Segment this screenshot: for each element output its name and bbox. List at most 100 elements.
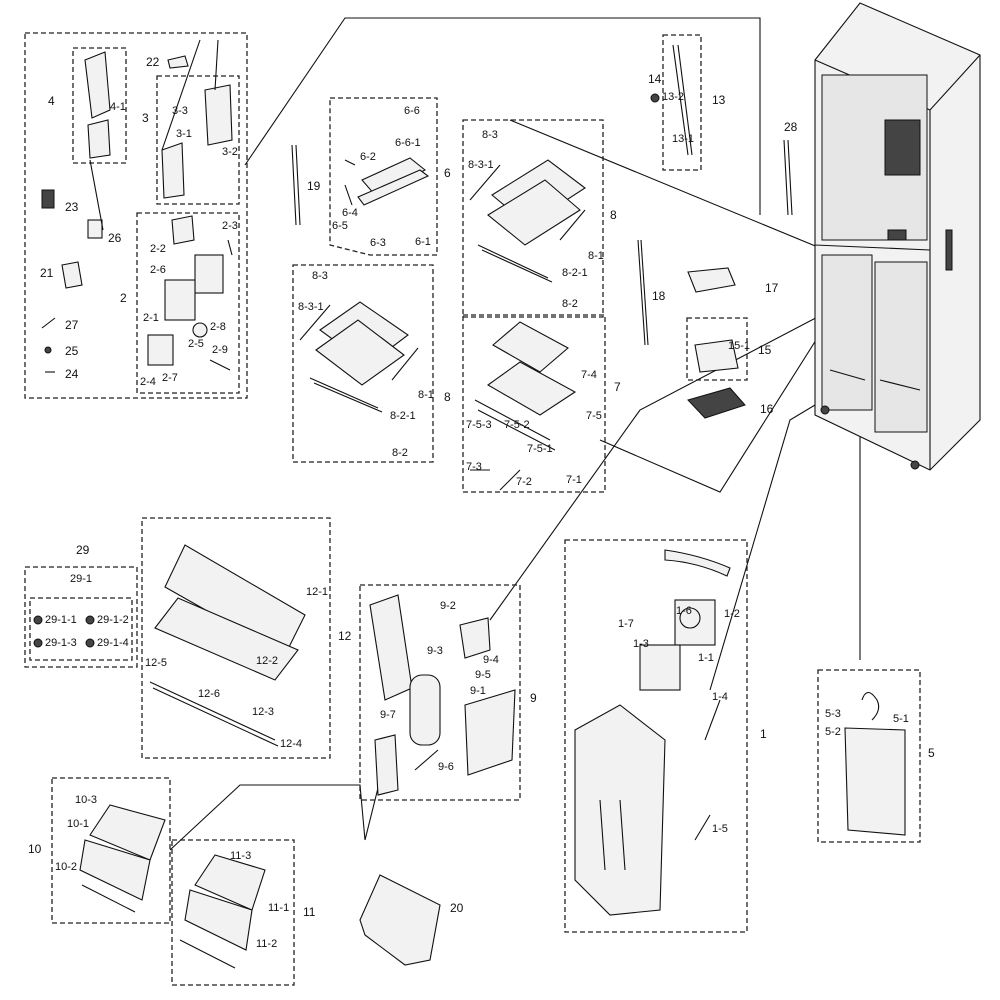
refrigerator-cabinet [814, 2, 981, 471]
callout-24: 24 [65, 367, 79, 381]
callout-20: 20 [450, 901, 464, 915]
group-ice-maker [24, 32, 248, 399]
callout-1-1: 1-1 [698, 652, 714, 664]
group-condenser-5 [817, 669, 921, 843]
callout-8a-2-1: 8-2-1 [562, 267, 588, 279]
callout-7-5-3: 7-5-3 [466, 419, 492, 431]
callout-29-1-1: 29-1-1 [45, 614, 77, 626]
callout-1-4: 1-4 [712, 691, 728, 703]
callout-8a-2: 8-2 [562, 298, 578, 310]
group-shelf-6 [329, 97, 438, 256]
callout-9: 9 [530, 691, 537, 705]
callout-1-7: 1-7 [618, 618, 634, 630]
callout-29-1-4: 29-1-4 [97, 637, 129, 649]
callout-11-1: 11-1 [268, 902, 289, 914]
callout-9-4: 9-4 [483, 654, 499, 666]
callout-27: 27 [65, 318, 79, 332]
callout-16: 16 [760, 402, 774, 416]
callout-1-5: 1-5 [712, 823, 728, 835]
group-29 [24, 566, 138, 668]
callout-5-1: 5-1 [893, 713, 909, 725]
callout-8b-2-1: 8-2-1 [390, 410, 416, 422]
callout-2-1: 2-1 [143, 312, 159, 324]
callout-2-8: 2-8 [210, 321, 226, 333]
callout-9-1: 9-1 [470, 685, 486, 697]
callout-8b-2: 8-2 [392, 447, 408, 459]
callout-29-1: 29-1 [70, 573, 92, 585]
callout-26: 26 [108, 231, 122, 245]
callout-13: 13 [712, 93, 726, 107]
callout-6-3: 6-3 [370, 237, 386, 249]
callout-11: 11 [303, 905, 316, 919]
group-shelf-7 [462, 314, 606, 493]
callout-1-3: 1-3 [633, 638, 649, 650]
callout-25: 25 [65, 344, 79, 358]
callout-8b-3-1: 8-3-1 [298, 301, 324, 313]
callout-2-9: 2-9 [212, 344, 228, 356]
callout-9-5: 9-5 [475, 669, 491, 681]
callout-12-6: 12-6 [198, 688, 220, 700]
misc-parts-top [291, 34, 793, 419]
callout-7-3: 7-3 [466, 461, 482, 473]
callout-22: 22 [146, 55, 160, 69]
callout-12-5: 12-5 [145, 657, 167, 669]
callout-1: 1 [760, 727, 767, 741]
callout-7-4: 7-4 [581, 369, 597, 381]
callout-10-3: 10-3 [75, 794, 97, 806]
callout-6-4: 6-4 [342, 207, 358, 219]
callout-1-6: 1-6 [676, 605, 692, 617]
group-water-filter-9 [359, 584, 521, 801]
callout-11-2: 11-2 [256, 938, 277, 950]
callout-6-2: 6-2 [360, 151, 376, 163]
callout-2-5: 2-5 [188, 338, 204, 350]
callout-10-1: 10-1 [67, 818, 89, 830]
callout-4-1: 4-1 [110, 101, 126, 113]
callout-29: 29 [76, 543, 90, 557]
callout-21: 21 [40, 266, 54, 280]
callout-2-2: 2-2 [150, 243, 166, 255]
callout-9-6: 9-6 [438, 761, 454, 773]
callout-23: 23 [65, 200, 79, 214]
callout-5: 5 [928, 746, 935, 760]
callout-2-4: 2-4 [140, 376, 156, 388]
callout-14: 14 [648, 72, 662, 86]
callout-5-2: 5-2 [825, 726, 841, 738]
callout-19: 19 [307, 179, 321, 193]
callout-10-2: 10-2 [55, 861, 77, 873]
leader-lines [169, 17, 861, 851]
callout-29-1-3: 29-1-3 [45, 637, 77, 649]
callout-13-1: 13-1 [672, 133, 694, 145]
callout-12-1: 12-1 [306, 586, 328, 598]
callout-10: 10 [28, 842, 42, 856]
callout-3-1: 3-1 [176, 128, 192, 140]
callout-8a-3-1: 8-3-1 [468, 159, 494, 171]
callout-29-1-2: 29-1-2 [97, 614, 129, 626]
callout-6-5: 6-5 [332, 220, 348, 232]
callout-3: 3 [142, 111, 149, 125]
group-shelf-8a [462, 119, 604, 318]
callout-6: 6 [444, 166, 451, 180]
callout-12-4: 12-4 [280, 738, 302, 750]
callout-7: 7 [614, 380, 621, 394]
callout-2-3: 2-3 [222, 220, 238, 232]
callout-2-7: 2-7 [162, 372, 178, 384]
callout-4: 4 [48, 94, 55, 108]
callout-12: 12 [338, 629, 352, 643]
callout-1-2: 1-2 [724, 608, 740, 620]
callout-9-7: 9-7 [380, 709, 396, 721]
callout-12-2: 12-2 [256, 655, 278, 667]
callout-7-5-2: 7-5-2 [504, 419, 530, 431]
callout-8b: 8 [444, 390, 451, 404]
callout-2-6: 2-6 [150, 264, 166, 276]
callout-3-2: 3-2 [222, 146, 238, 158]
callout-8a: 8 [610, 208, 617, 222]
callout-28: 28 [784, 120, 798, 134]
group-crisper-cover-12 [141, 517, 331, 759]
callout-9-2: 9-2 [440, 600, 456, 612]
callout-12-3: 12-3 [252, 706, 274, 718]
callout-5-3: 5-3 [825, 708, 841, 720]
callout-11-3: 11-3 [230, 850, 251, 862]
callout-7-5: 7-5 [586, 410, 602, 422]
callout-8a-3: 8-3 [482, 129, 498, 141]
